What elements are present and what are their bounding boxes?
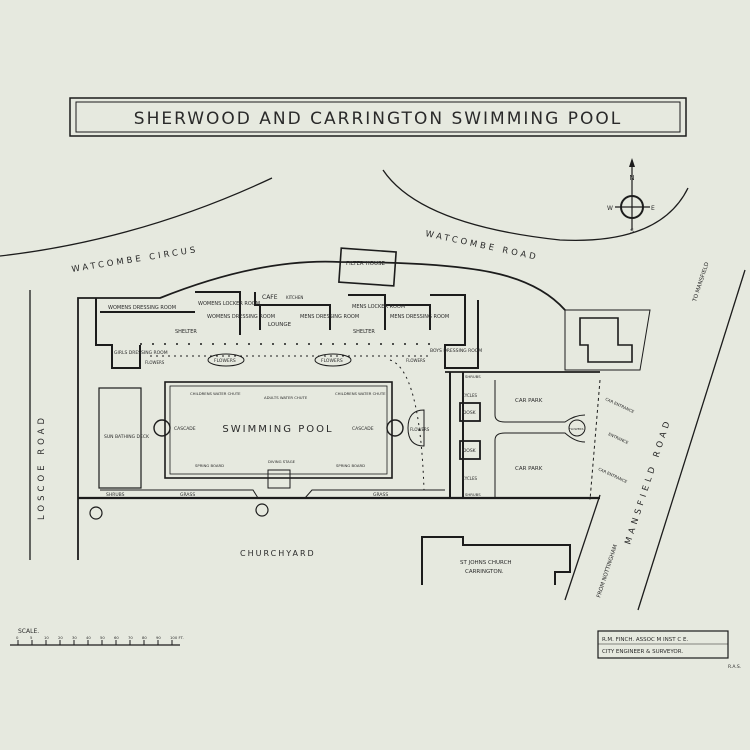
compass-icon: N E W S (607, 158, 655, 235)
road-label-loscoe-road: LOSCOE ROAD (37, 414, 47, 520)
filter-house: FILTER HOUSE (338, 247, 397, 287)
label-spring-board-2: SPRING BOARD (336, 463, 365, 468)
label-adults-chute: ADULTS WATER CHUTE (264, 395, 308, 400)
credit-box: R.M. FINCH. ASSOC M INST C E. CITY ENGIN… (597, 630, 741, 670)
label-womens-dressing-2: WOMENS DRESSING ROOM (207, 314, 275, 320)
label-car-park-2: CAR PARK (515, 466, 543, 472)
label-womens-locker: WOMENS LOCKER ROOM (198, 301, 260, 307)
label-church-1: ST JOHNS CHURCH (460, 560, 512, 566)
label-kiosk-1: KIOSK (462, 410, 477, 416)
scale-tick-label: 5 (30, 635, 33, 640)
label-flowers-3: FLOWERS (321, 358, 343, 364)
roads: WATCOMBE CIRCUS WATCOMBE ROAD LOSCOE ROA… (0, 169, 746, 611)
scale-tick-label: 70 (128, 635, 133, 640)
label-kitchen: KITCHEN (286, 295, 303, 300)
swimming-pool: SWIMMING POOL CASCADE CASCADE CHILDRENS … (89, 381, 445, 520)
label-mens-dressing-1: MENS DRESSING ROOM (300, 314, 359, 320)
road-label-to-mansfield: TO MANSFIELD (692, 262, 711, 304)
label-cycles-2: CYCLES (462, 476, 477, 481)
label-childrens-chute-1: CHILDRENS WATER CHUTE (190, 391, 241, 396)
credit-line-1: R.M. FINCH. ASSOC M INST C E. (602, 637, 688, 643)
scale-tick-label: 90 (156, 635, 161, 640)
scale-bar: SCALE. 0 5 10 20 30 40 50 60 70 80 90 100 FT. (10, 628, 184, 646)
label-shrubs: SHRUBS (106, 492, 125, 498)
label-flowers-1: FLOWERS (145, 360, 165, 365)
label-shrubs-entrance-2: SHRUBS (465, 492, 481, 497)
scale-tick-label: 0 (16, 635, 19, 640)
scale-tick-label: 30 (72, 635, 77, 640)
compass-s: S (630, 228, 634, 235)
compass-w: W (607, 205, 613, 212)
label-flowers-roundabout: FLOWERS (569, 427, 584, 431)
label-churchyard: CHURCHYARD (240, 549, 316, 558)
compass-n: N (629, 174, 634, 182)
label-lounge: LOUNGE (268, 322, 292, 328)
label-cafe: CAFE (262, 294, 278, 301)
scale-tick-label: 80 (142, 635, 147, 640)
compass-e: E (651, 205, 655, 212)
label-kiosk-2: KIOSK (462, 448, 477, 454)
label-flowers-2: FLOWERS (214, 358, 236, 364)
label-car-entrance-2: CAR ENTRANCE (598, 466, 629, 484)
label-cascade-left: CASCADE (174, 426, 196, 432)
label-mens-dressing-2: MENS DRESSING ROOM (390, 314, 449, 320)
label-shelter-1: SHELTER (175, 329, 197, 335)
scale-tick-label: 10 (44, 635, 49, 640)
label-girls-dressing: GIRLS DRESSING ROOM (114, 350, 168, 356)
credit-initials: R.A.S. (728, 664, 741, 670)
site-boundary (77, 260, 651, 560)
scale-tick-label: 50 (100, 635, 105, 640)
label-flowers-5: FLOWERS (410, 427, 430, 432)
scale-label: SCALE. (18, 628, 39, 635)
label-cascade-right: CASCADE (352, 426, 374, 432)
scale-tick-label: 20 (58, 635, 63, 640)
label-car-entrance-1: CAR ENTRANCE (605, 396, 636, 414)
label-shelter-2: SHELTER (353, 329, 375, 335)
credit-line-2: CITY ENGINEER & SURVEYOR. (602, 649, 683, 655)
label-church-2: CARRINGTON. (465, 569, 504, 575)
label-car-park-1: CAR PARK (515, 398, 543, 404)
title-box: SHERWOOD AND CARRINGTON SWIMMING POOL (69, 97, 687, 137)
label-entrance: ENTRANCE (608, 431, 630, 445)
label-filter-house: FILTER HOUSE (346, 261, 385, 267)
label-boys-dressing: BOYS DRESSING ROOM (430, 348, 482, 354)
label-cycles-1: CYCLES (462, 393, 477, 398)
label-swimming-pool: SWIMMING POOL (222, 424, 333, 435)
label-mens-locker: MENS LOCKER ROOM (352, 304, 405, 310)
label-grass-2: GRASS (373, 492, 388, 498)
entrance-car-park: KIOSK KIOSK CYCLES CYCLES SHRUBS SHRUBS … (449, 372, 636, 501)
label-flowers-4: FLOWERS (406, 358, 426, 363)
scale-tick-label: 100 FT. (170, 635, 184, 640)
label-sun-deck: SUN BATHING DECK (104, 434, 150, 440)
scale-tick-label: 40 (86, 635, 91, 640)
pavilion-building: WOMENS DRESSING ROOM WOMENS LOCKER ROOM … (95, 291, 482, 491)
label-grass-1: GRASS (180, 492, 195, 498)
label-shrubs-entrance-1: SHRUBS (465, 374, 481, 379)
scale-tick-label: 60 (114, 635, 119, 640)
label-diving-stage: DIVING STAGE (268, 459, 296, 464)
road-label-mansfield-road: MANSFIELD ROAD (623, 417, 673, 546)
label-childrens-chute-2: CHILDRENS WATER CHUTE (335, 391, 386, 396)
road-label-watcombe-circus: WATCOMBE CIRCUS (71, 245, 199, 275)
drawing-title: SHERWOOD AND CARRINGTON SWIMMING POOL (134, 109, 622, 129)
label-womens-dressing-1: WOMENS DRESSING ROOM (108, 305, 176, 311)
road-label-watcombe-road: WATCOMBE ROAD (424, 229, 539, 263)
label-spring-board-1: SPRING BOARD (195, 463, 224, 468)
st-johns-church: ST JOHNS CHURCH CARRINGTON. (421, 536, 571, 585)
road-label-from-nottingham: FROM NOTTINGHAM (596, 544, 619, 599)
